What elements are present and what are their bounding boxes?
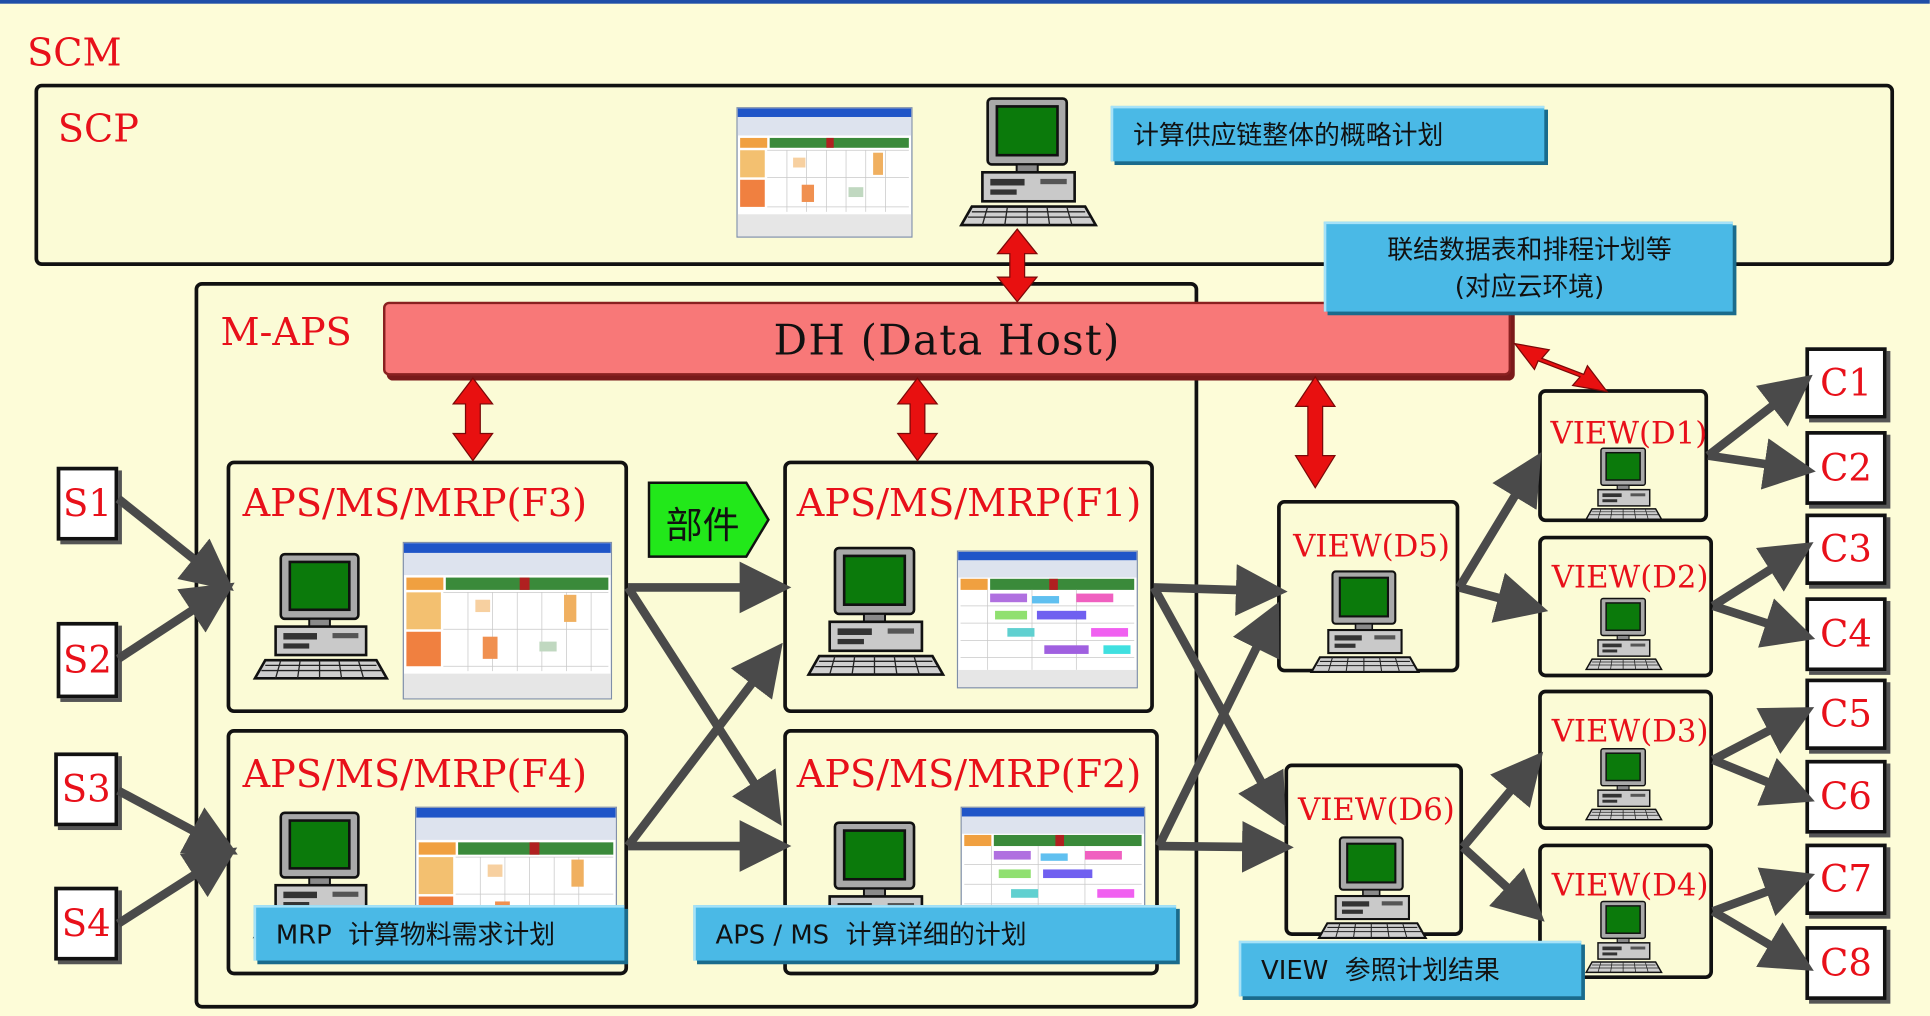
f3-schedule-screenshot-icon [402, 541, 613, 700]
flow-arrow-icon [1711, 598, 1816, 648]
flow-arrow-icon [1705, 374, 1813, 460]
supplier-s4: S4 [54, 886, 119, 961]
supplier-s2: S2 [56, 621, 119, 699]
flow-arrow-icon [1711, 867, 1816, 917]
view-d1-box: VIEW(D1) [1538, 389, 1709, 523]
customer-c3: C3 [1805, 513, 1887, 585]
double-arrow-icon [1294, 375, 1337, 489]
aps-f3-label: APS/MS/MRP(F3) [242, 481, 588, 526]
view-d2-box: VIEW(D2) [1538, 535, 1714, 678]
double-arrow-icon [1513, 342, 1609, 393]
view-d4-label: VIEW(D4) [1551, 866, 1709, 903]
customer-c4: C4 [1805, 597, 1887, 672]
scp-schedule-screenshot-icon [736, 107, 913, 238]
supplier-s3: S3 [54, 752, 119, 827]
parts-label: 部件 [665, 504, 740, 549]
aps-f1-label: APS/MS/MRP(F1) [796, 481, 1142, 526]
view-d5-label: VIEW(D5) [1293, 528, 1450, 565]
view-d5-box: VIEW(D5) [1277, 499, 1460, 673]
customer-c8: C8 [1805, 926, 1887, 1000]
flow-arrow-icon [1460, 844, 1545, 922]
customer-c2: C2 [1805, 431, 1887, 505]
view-note-tag: VIEW 参照计划结果 [1238, 940, 1582, 997]
aps-f4-label: APS/MS/MRP(F4) [242, 752, 588, 797]
scp-description-tag: 计算供应链整体的概略计划 [1110, 105, 1545, 162]
flow-arrow-icon [1710, 542, 1814, 610]
flow-arrow-icon [1455, 452, 1542, 590]
supplier-s1: S1 [56, 466, 119, 541]
customer-c7: C7 [1805, 843, 1887, 916]
customer-c5: C5 [1805, 678, 1887, 750]
flow-arrow-icon [1459, 751, 1544, 851]
customer-c1: C1 [1805, 347, 1887, 419]
view-d1-label: VIEW(D1) [1550, 415, 1708, 451]
data-host-bar: DH (Data Host) [382, 301, 1512, 376]
linkage-note-tag: 联结数据表和排程计划等 (对应云环境) [1323, 221, 1733, 312]
linkage-note-line1: 联结数据表和排程计划等 [1387, 235, 1672, 265]
flow-arrow-icon [1458, 572, 1549, 623]
view-d3-label: VIEW(D3) [1551, 713, 1709, 749]
top-rule [0, 0, 1930, 4]
linkage-note-line2: (对应云环境) [1454, 272, 1605, 302]
view-d6-box: VIEW(D6) [1284, 763, 1464, 936]
f1-schedule-screenshot-icon [956, 550, 1138, 689]
scp-label: SCP [57, 107, 139, 152]
aps-note-tag: APS / MS 计算详细的计划 [693, 905, 1177, 961]
flow-arrow-icon [1707, 438, 1816, 490]
data-host-label: DH (Data Host) [773, 316, 1121, 366]
view-d3-box: VIEW(D3) [1538, 689, 1714, 831]
aps-f2-label: APS/MS/MRP(F2) [796, 752, 1142, 797]
flow-arrow-icon [1711, 707, 1815, 764]
customer-c6: C6 [1805, 759, 1887, 834]
maps-label: M-APS [220, 310, 352, 355]
scm-label: SCM [27, 30, 122, 76]
flow-arrow-icon [1711, 755, 1815, 806]
flow-arrow-icon [1710, 907, 1814, 971]
view-d6-label: VIEW(D6) [1298, 791, 1455, 828]
mrp-note-tag: MRP 计算物料需求计划 [253, 905, 625, 961]
view-d2-label: VIEW(D2) [1551, 559, 1709, 595]
